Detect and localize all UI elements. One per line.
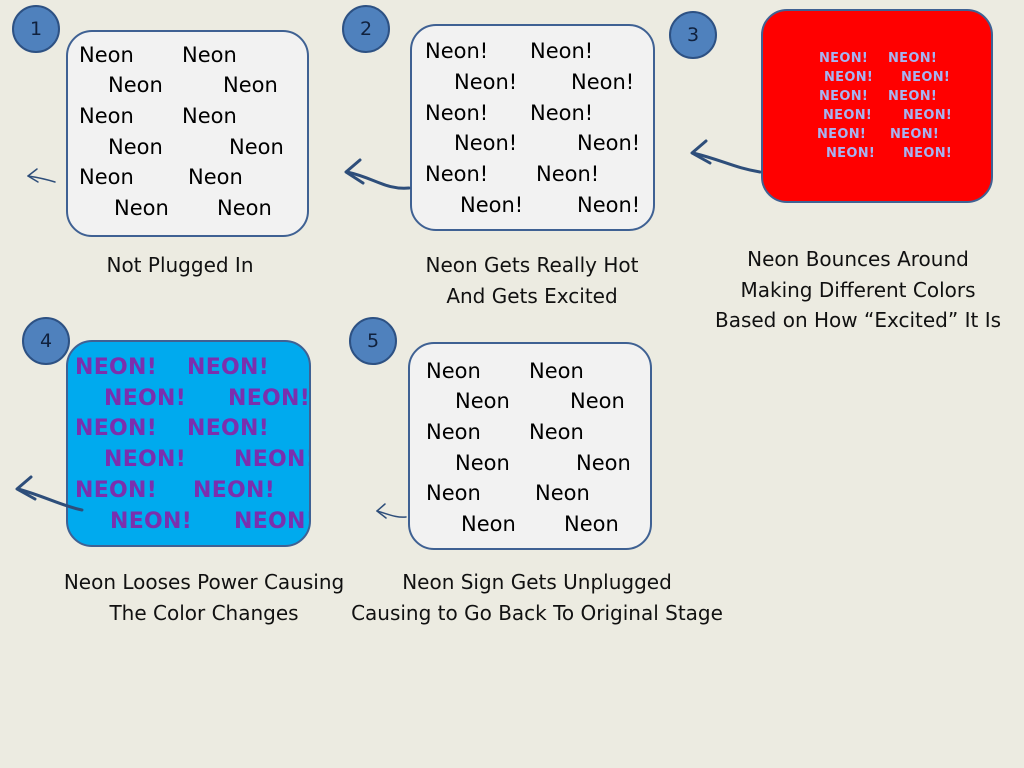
caption-line: Based on How “Excited” It Is bbox=[714, 308, 1002, 332]
caption-line: Neon Looses Power Causing bbox=[63, 570, 345, 594]
neon-word: Neon! bbox=[530, 39, 594, 63]
step-2-badge: 2 bbox=[342, 5, 390, 53]
step-2-caption: Neon Gets Really Hot And Gets Excited bbox=[402, 250, 662, 311]
step-2-box: Neon! Neon! Neon! Neon! Neon! Neon! Neon… bbox=[410, 24, 655, 231]
neon-word: Neon! bbox=[425, 162, 489, 186]
neon-word: Neon bbox=[182, 104, 237, 128]
neon-word: Neon bbox=[426, 420, 481, 444]
neon-word: Neon bbox=[188, 165, 243, 189]
caption-line: Not Plugged In bbox=[106, 253, 254, 277]
neon-word: NEON! bbox=[824, 70, 874, 85]
neon-word: NEON! bbox=[888, 89, 938, 104]
neon-word: NEON! bbox=[890, 127, 940, 142]
caption-line: Neon Bounces Around bbox=[747, 247, 969, 271]
neon-word: Neon bbox=[108, 73, 163, 97]
neon-word: Neon bbox=[223, 73, 278, 97]
neon-word: NEON! bbox=[817, 127, 867, 142]
neon-word: NEON! bbox=[234, 447, 311, 472]
neon-word: Neon bbox=[114, 196, 169, 220]
neon-word: Neon! bbox=[454, 70, 518, 94]
neon-word: NEON! bbox=[823, 108, 873, 123]
step-4-caption: Neon Looses Power Causing The Color Chan… bbox=[46, 567, 362, 628]
neon-word: Neon bbox=[426, 481, 481, 505]
neon-word: Neon bbox=[182, 43, 237, 67]
neon-word: Neon! bbox=[571, 70, 635, 94]
neon-word: NEON! bbox=[903, 108, 953, 123]
neon-word: Neon! bbox=[425, 101, 489, 125]
neon-word: NEON! bbox=[104, 386, 187, 411]
neon-word: NEON! bbox=[187, 416, 270, 441]
neon-word: Neon bbox=[576, 451, 631, 475]
neon-word: Neon bbox=[455, 451, 510, 475]
step-4-badge: 4 bbox=[22, 317, 70, 365]
neon-word: Neon bbox=[529, 420, 584, 444]
step-1-badge: 1 bbox=[12, 5, 60, 53]
step-5-caption: Neon Sign Gets Unplugged Causing to Go B… bbox=[340, 567, 734, 628]
neon-word: NEON! bbox=[75, 478, 158, 503]
neon-word: Neon bbox=[564, 512, 619, 536]
step-number: 4 bbox=[39, 330, 53, 352]
neon-word: NEON! bbox=[826, 146, 876, 161]
caption-line: Neon Gets Really Hot bbox=[425, 253, 639, 277]
caption-line: Neon Sign Gets Unplugged bbox=[402, 570, 672, 594]
neon-word: Neon bbox=[455, 389, 510, 413]
step-number: 1 bbox=[29, 18, 43, 40]
neon-word: NEON! bbox=[888, 51, 938, 66]
neon-word: Neon! bbox=[530, 101, 594, 125]
neon-word: Neon bbox=[79, 104, 134, 128]
neon-word: NEON! bbox=[234, 509, 311, 534]
neon-word: NEON! bbox=[903, 146, 953, 161]
step-3-box: NEON! NEON! NEON! NEON! NEON! NEON! NEON… bbox=[761, 9, 993, 203]
neon-word: NEON! bbox=[75, 355, 158, 380]
neon-word: Neon bbox=[79, 43, 134, 67]
arrow-2-to-1-icon bbox=[344, 158, 411, 190]
neon-word: NEON! bbox=[819, 51, 869, 66]
step-4-box: NEON! NEON! NEON! NEON! NEON! NEON! NEON… bbox=[66, 340, 311, 547]
neon-word: Neon! bbox=[536, 162, 600, 186]
neon-word: NEON! bbox=[819, 89, 869, 104]
neon-word: Neon bbox=[461, 512, 516, 536]
neon-word: Neon bbox=[217, 196, 272, 220]
step-1-caption: Not Plugged In bbox=[80, 250, 280, 281]
neon-word: NEON! bbox=[75, 416, 158, 441]
arrow-3-to-2-icon bbox=[690, 139, 762, 174]
step-5-badge: 5 bbox=[349, 317, 397, 365]
neon-word: Neon! bbox=[454, 131, 518, 155]
neon-word: Neon! bbox=[577, 193, 641, 217]
caption-line: Causing to Go Back To Original Stage bbox=[351, 600, 723, 625]
step-number: 2 bbox=[359, 18, 373, 40]
neon-word: Neon bbox=[535, 481, 590, 505]
neon-word: Neon bbox=[229, 135, 284, 159]
neon-word: NEON! bbox=[104, 447, 187, 472]
step-3-badge: 3 bbox=[669, 11, 717, 59]
caption-line: And Gets Excited bbox=[446, 283, 618, 308]
neon-word: Neon bbox=[570, 389, 625, 413]
step-number: 3 bbox=[686, 24, 700, 46]
neon-word: NEON! bbox=[901, 70, 951, 85]
arrow-small-left-icon bbox=[27, 168, 56, 183]
neon-word: Neon bbox=[426, 359, 481, 383]
neon-word: Neon bbox=[529, 359, 584, 383]
neon-word: Neon bbox=[79, 165, 134, 189]
step-number: 5 bbox=[366, 330, 380, 352]
neon-word: NEON! bbox=[193, 478, 276, 503]
neon-word: Neon! bbox=[425, 39, 489, 63]
step-1-box: Neon Neon Neon Neon Neon Neon Neon Neon … bbox=[66, 30, 309, 237]
arrow-5-to-4-icon bbox=[376, 503, 407, 519]
neon-word: NEON! bbox=[187, 355, 270, 380]
arrow-4-out-icon bbox=[15, 475, 84, 512]
step-3-caption: Neon Bounces Around Making Different Col… bbox=[702, 244, 1014, 336]
caption-line: The Color Changes bbox=[109, 600, 299, 625]
step-5-box: Neon Neon Neon Neon Neon Neon Neon Neon … bbox=[408, 342, 652, 550]
caption-line: Making Different Colors bbox=[740, 277, 976, 302]
neon-word: Neon! bbox=[460, 193, 524, 217]
neon-word: Neon! bbox=[577, 131, 641, 155]
neon-word: NEON! bbox=[110, 509, 193, 534]
neon-word: Neon bbox=[108, 135, 163, 159]
neon-word: NEON! bbox=[228, 386, 311, 411]
